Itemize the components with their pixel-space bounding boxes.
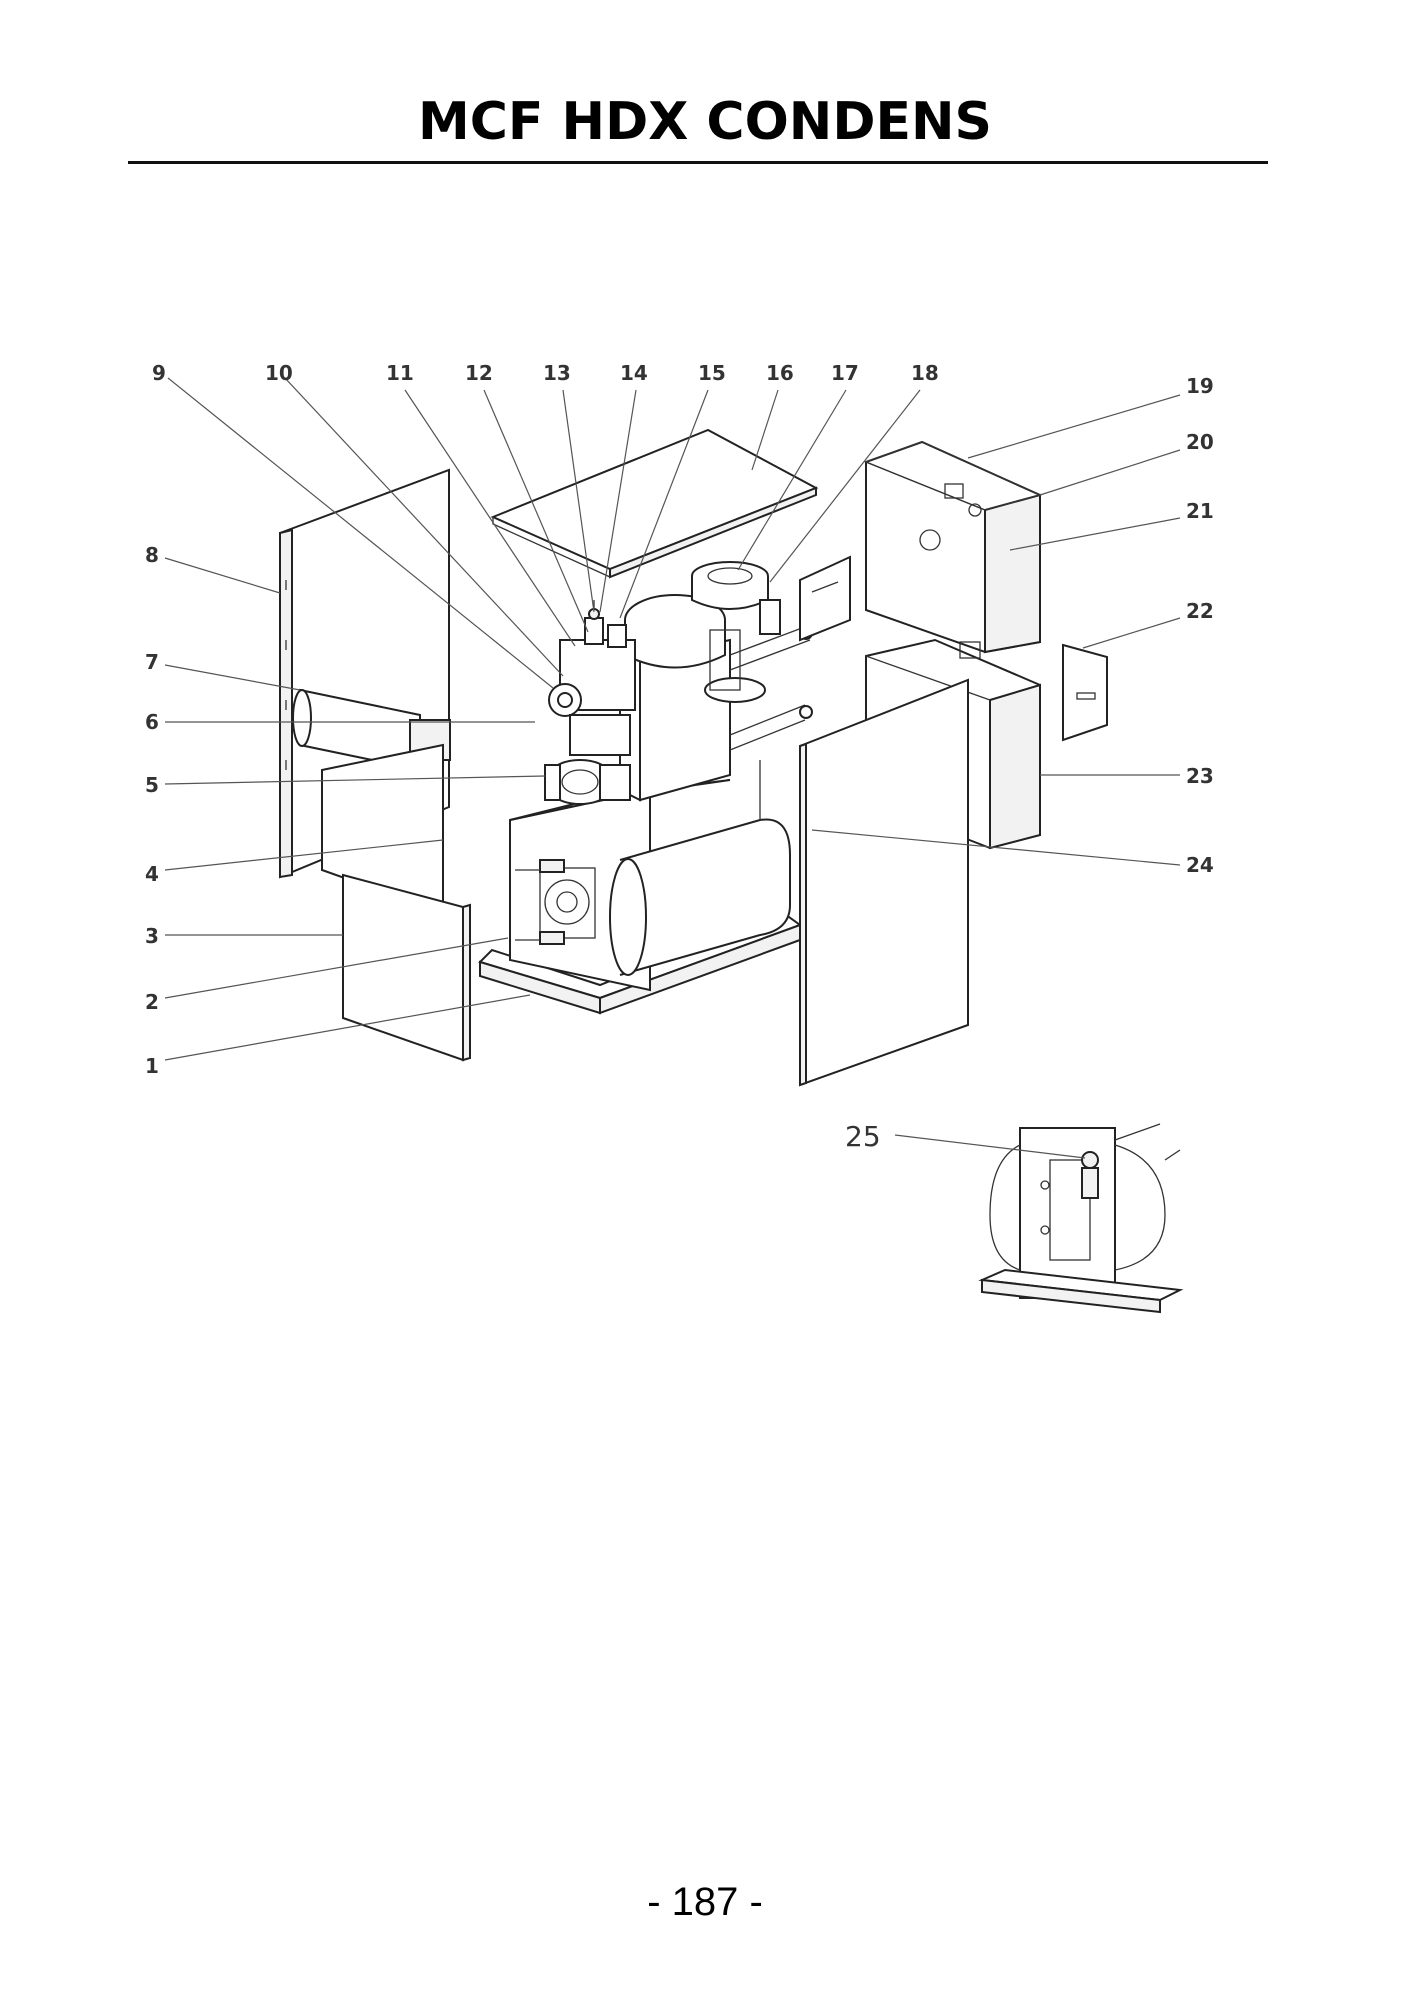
page-title: MCF HDX CONDENS <box>418 92 992 152</box>
callout-11: 11 <box>386 361 414 385</box>
callout-10: 10 <box>265 361 293 385</box>
callout-21: 21 <box>1186 499 1214 523</box>
callout-6: 6 <box>145 710 159 734</box>
callout-18: 18 <box>911 361 939 385</box>
callout-25: 25 <box>845 1120 881 1153</box>
fan-unit <box>691 561 781 635</box>
boiler-body <box>509 760 791 992</box>
callout-23: 23 <box>1186 764 1214 788</box>
access-plate <box>1062 643 1108 742</box>
callout-12: 12 <box>465 361 493 385</box>
heat-exchanger-block <box>619 594 813 802</box>
callout-7: 7 <box>145 650 159 674</box>
title-underline <box>128 161 1268 164</box>
callout-17: 17 <box>831 361 859 385</box>
callout-1: 1 <box>145 1054 159 1078</box>
front-right-panel <box>799 678 969 1087</box>
callout-3: 3 <box>145 924 159 948</box>
callout-14: 14 <box>620 361 648 385</box>
callout-13: 13 <box>543 361 571 385</box>
callout-15: 15 <box>698 361 726 385</box>
callout-4: 4 <box>145 862 159 886</box>
callout-22: 22 <box>1186 599 1214 623</box>
callout-8: 8 <box>145 543 159 567</box>
callout-19: 19 <box>1186 374 1214 398</box>
callout-24: 24 <box>1186 853 1214 877</box>
callout-2: 2 <box>145 990 159 1014</box>
front-bottom-panel <box>342 873 471 1062</box>
leader-lines <box>164 377 1181 1159</box>
page-number: - 187 - <box>647 1880 763 1924</box>
callout-labels: 9 10 11 12 13 14 15 16 17 18 19 20 21 22… <box>145 361 1214 1153</box>
callout-5: 5 <box>145 773 159 797</box>
upper-rear-housing <box>864 440 1042 654</box>
callout-9: 9 <box>152 361 166 385</box>
callout-20: 20 <box>1186 430 1214 454</box>
callout-16: 16 <box>766 361 794 385</box>
gas-valve-assembly <box>548 600 636 756</box>
inset-detail-view <box>978 1123 1184 1314</box>
top-cover-panel <box>490 428 819 579</box>
circulation-pump <box>544 759 631 805</box>
rear-bracket <box>799 555 851 642</box>
